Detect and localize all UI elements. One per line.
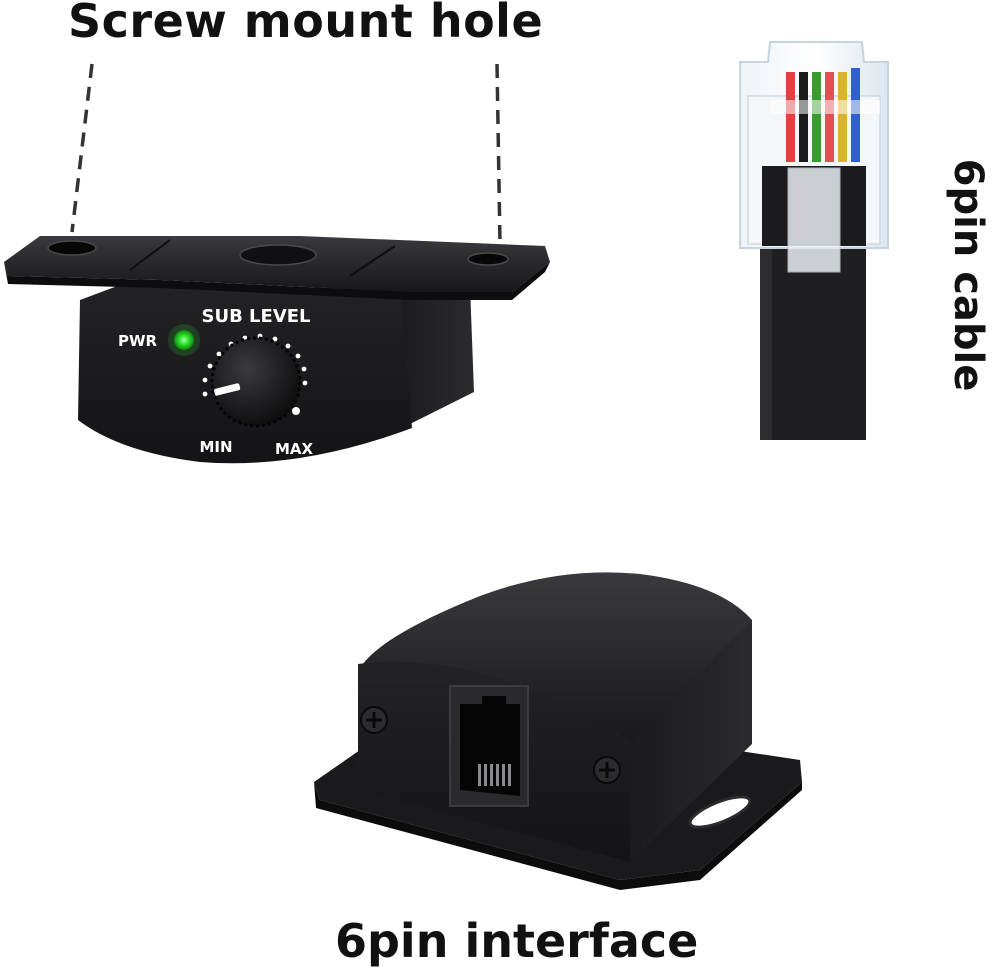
- screw-icon: [593, 756, 621, 784]
- screw-icon: [360, 706, 388, 734]
- power-led-icon: [174, 330, 194, 350]
- remote-level-controller: SUB LEVEL PWR MIN MAX: [4, 63, 550, 464]
- rj12-jack-icon[interactable]: [449, 685, 529, 807]
- six-pin-cable: [739, 41, 889, 440]
- guide-line-right: [495, 63, 502, 245]
- power-label: PWR: [118, 332, 158, 350]
- rj12-plug-icon: [739, 41, 889, 273]
- sub-level-label: SUB LEVEL: [201, 306, 310, 327]
- level-knob-icon[interactable]: [210, 336, 302, 428]
- max-label: MAX: [275, 440, 314, 458]
- six-pin-interface-caption: 6pin interface: [335, 914, 699, 968]
- six-pin-interface-box: [314, 572, 802, 890]
- flange-slot: [688, 795, 752, 829]
- min-label: MIN: [199, 438, 232, 456]
- mount-hole-left: [47, 240, 97, 256]
- guide-line-left: [70, 63, 94, 233]
- center-hole: [239, 244, 317, 266]
- screw-mount-hole-caption: Screw mount hole: [68, 0, 544, 48]
- mount-hole-right: [467, 252, 509, 266]
